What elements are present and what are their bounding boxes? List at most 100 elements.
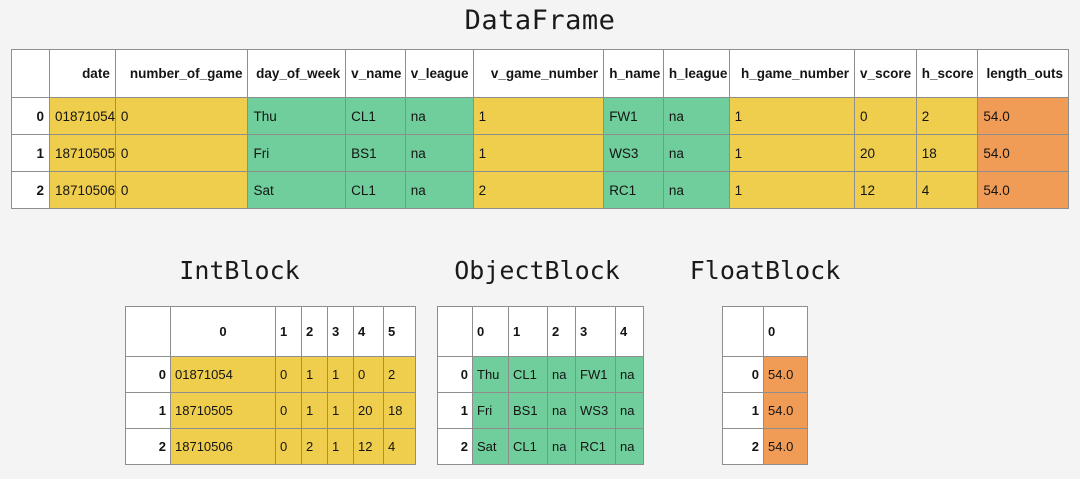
dataframe-cell: 0 xyxy=(114,97,249,135)
object-block-cell: BS1 xyxy=(508,392,548,429)
dataframe-column-header: date xyxy=(49,49,116,98)
int-block-column-header: 0 xyxy=(170,306,276,357)
int-block-cell: 20 xyxy=(353,392,384,429)
object-block-cell: na xyxy=(547,356,576,393)
dataframe-cell: 2 xyxy=(915,97,979,135)
dataframe-column-header: length_outs xyxy=(977,49,1069,98)
float-block-row-index: 0 xyxy=(722,356,764,393)
int-block-column-header: 3 xyxy=(327,306,354,357)
object-block-cell: na xyxy=(547,392,576,429)
int-block-column-header: 2 xyxy=(301,306,328,357)
dataframe-corner-cell xyxy=(10,49,51,98)
object-block-title: ObjectBlock xyxy=(454,256,620,285)
dataframe-cell: na xyxy=(404,97,474,135)
object-block-cell: RC1 xyxy=(575,428,616,465)
dataframe-column-header: v_score xyxy=(854,49,917,98)
dataframe-cell: CL1 xyxy=(345,171,406,209)
dataframe-row-index: 1 xyxy=(10,134,51,172)
object-block-column-header: 3 xyxy=(575,306,616,357)
float-block-title: FloatBlock xyxy=(689,256,841,285)
int-block-cell: 2 xyxy=(383,356,416,393)
dataframe-column-header: h_score xyxy=(915,49,979,98)
object-block-row-index: 2 xyxy=(437,428,473,465)
dataframe-cell: 18710506 xyxy=(49,171,116,209)
dataframe-column-header: h_game_number xyxy=(728,49,856,98)
int-block-cell: 12 xyxy=(353,428,384,465)
dataframe-cell: 54.0 xyxy=(977,171,1069,209)
object-block-cell: Fri xyxy=(472,392,509,429)
int-block-cell: 2 xyxy=(301,428,328,465)
dataframe-cell: na xyxy=(662,134,730,172)
object-block-row-index: 1 xyxy=(437,392,473,429)
dataframe-cell: 1 xyxy=(728,171,856,209)
int-block-corner-cell xyxy=(125,306,171,357)
int-block-cell: 18710505 xyxy=(170,392,276,429)
dataframe-cell: BS1 xyxy=(345,134,406,172)
int-block-cell: 1 xyxy=(327,356,354,393)
dataframe-column-header: day_of_week xyxy=(247,49,347,98)
dataframe-row-index: 0 xyxy=(10,97,51,135)
float-block-corner-cell xyxy=(722,306,764,357)
object-block-column-header: 1 xyxy=(508,306,548,357)
dataframe-cell: 12 xyxy=(854,171,917,209)
dataframe-cell: Fri xyxy=(247,134,347,172)
float-block-cell: 54.0 xyxy=(763,392,808,429)
dataframe-row-index: 2 xyxy=(10,171,51,209)
object-block-cell: FW1 xyxy=(575,356,616,393)
float-block-cell: 54.0 xyxy=(763,428,808,465)
int-block-cell: 1 xyxy=(327,392,354,429)
dataframe-cell: 54.0 xyxy=(977,134,1069,172)
int-block-column-header: 5 xyxy=(383,306,416,357)
int-block-row-index: 1 xyxy=(125,392,171,429)
float-block-row-index: 2 xyxy=(722,428,764,465)
dataframe-cell: na xyxy=(404,134,474,172)
dataframe-cell: 2 xyxy=(472,171,605,209)
int-block-cell: 0 xyxy=(275,392,302,429)
float-block-row-index: 1 xyxy=(722,392,764,429)
object-block-cell: WS3 xyxy=(575,392,616,429)
dataframe-cell: 0 xyxy=(114,134,249,172)
int-block-cell: 1 xyxy=(327,428,354,465)
object-block-cell: na xyxy=(615,356,644,393)
dataframe-cell: 18 xyxy=(915,134,979,172)
dataframe-cell: 1 xyxy=(728,97,856,135)
dataframe-cell: 20 xyxy=(854,134,917,172)
object-block-cell: Thu xyxy=(472,356,509,393)
object-block-cell: na xyxy=(615,428,644,465)
object-block-column-header: 2 xyxy=(547,306,576,357)
dataframe-cell: CL1 xyxy=(345,97,406,135)
dataframe-cell: 0 xyxy=(854,97,917,135)
dataframe-cell: 1 xyxy=(472,97,605,135)
dataframe-column-header: v_game_number xyxy=(472,49,605,98)
dataframe-cell: Sat xyxy=(247,171,347,209)
dataframe-cell: 4 xyxy=(915,171,979,209)
dataframe-cell: WS3 xyxy=(603,134,664,172)
float-block-cell: 54.0 xyxy=(763,356,808,393)
object-block-cell: CL1 xyxy=(508,356,548,393)
int-block-cell: 0 xyxy=(275,428,302,465)
dataframe-cell: FW1 xyxy=(603,97,664,135)
dataframe-cell: 18710505 xyxy=(49,134,116,172)
dataframe-column-header: number_of_game xyxy=(114,49,249,98)
dataframe-cell: Thu xyxy=(247,97,347,135)
dataframe-column-header: v_name xyxy=(345,49,406,98)
dataframe-column-header: h_name xyxy=(603,49,664,98)
int-block-cell: 0 xyxy=(275,356,302,393)
